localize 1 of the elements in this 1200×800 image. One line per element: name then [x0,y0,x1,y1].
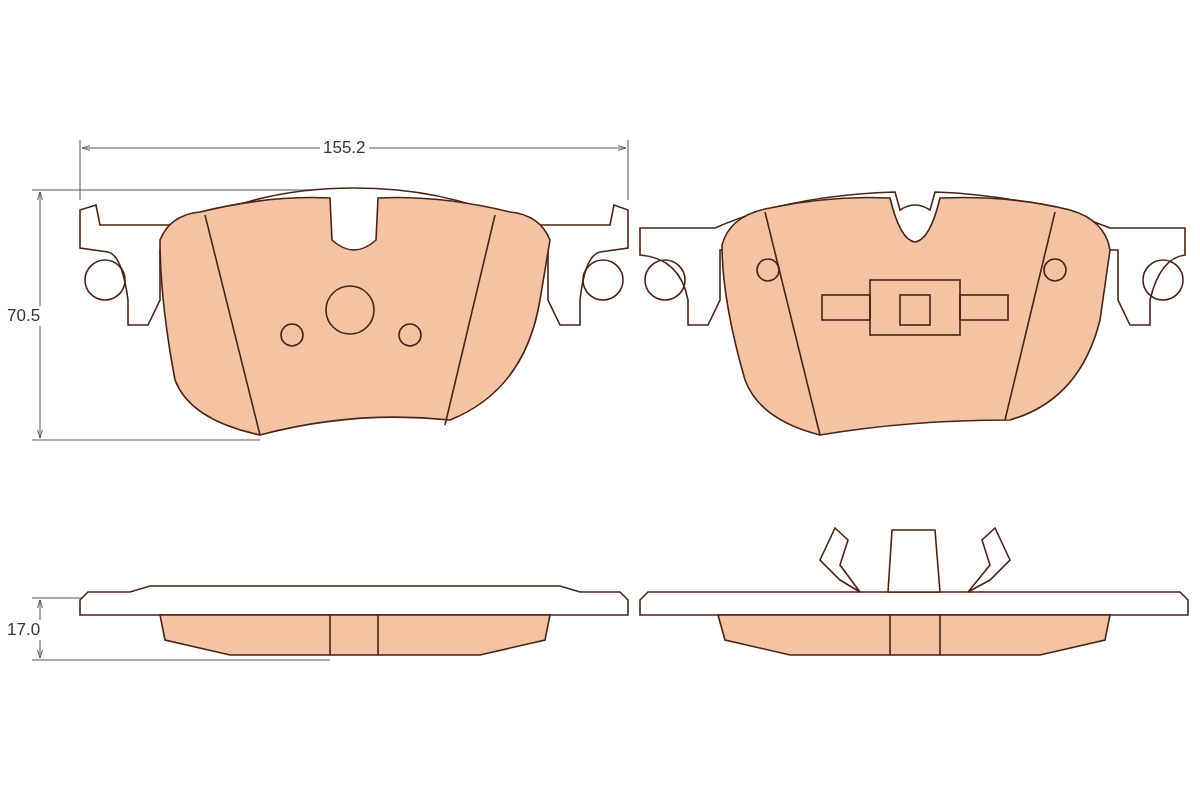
dimension-label: 70.5 [4,306,44,326]
